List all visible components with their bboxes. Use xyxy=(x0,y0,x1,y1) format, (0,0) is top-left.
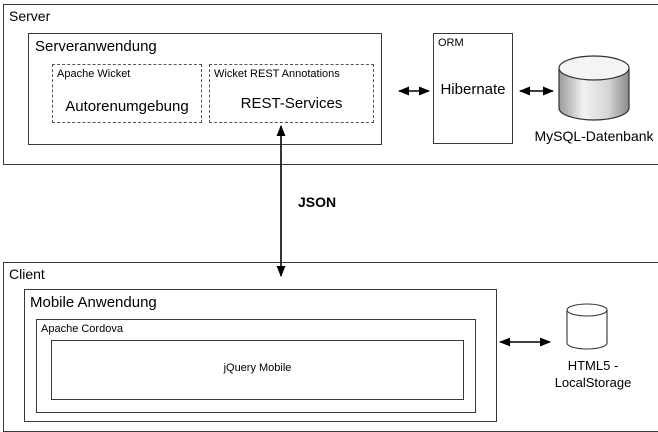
orm-box: ORM Hibernate xyxy=(433,33,513,144)
rest-label: Wicket REST Annotations xyxy=(214,68,340,80)
wicket-label: Apache Wicket xyxy=(57,68,131,80)
mysql-label: MySQL-Datenbank xyxy=(534,128,654,144)
jquery-mobile-box: jQuery Mobile xyxy=(51,340,464,400)
jquery-mobile-text: jQuery Mobile xyxy=(223,362,292,374)
rest-box: Wicket REST Annotations REST-Services xyxy=(209,64,374,123)
wicket-text: Autorenumgebung xyxy=(65,98,189,115)
rest-text: REST-Services xyxy=(240,95,343,112)
orm-text: Hibernate xyxy=(440,81,506,98)
server-title: Server xyxy=(9,8,51,24)
cordova-label: Apache Cordova xyxy=(41,323,123,335)
database-cylinder-icon xyxy=(558,55,630,121)
mobile-app-title: Mobile Anwendung xyxy=(30,294,157,311)
orm-label: ORM xyxy=(438,37,464,49)
localstorage-label-line2: LocalStorage xyxy=(554,375,632,390)
client-title: Client xyxy=(9,266,45,282)
json-label: JSON xyxy=(298,194,337,210)
server-app-title: Serveranwendung xyxy=(35,38,157,55)
wicket-box: Apache Wicket Autorenumgebung xyxy=(52,64,202,123)
localstorage-label-line1: HTML5 - xyxy=(567,358,619,373)
localstorage-cylinder-icon xyxy=(566,303,608,350)
